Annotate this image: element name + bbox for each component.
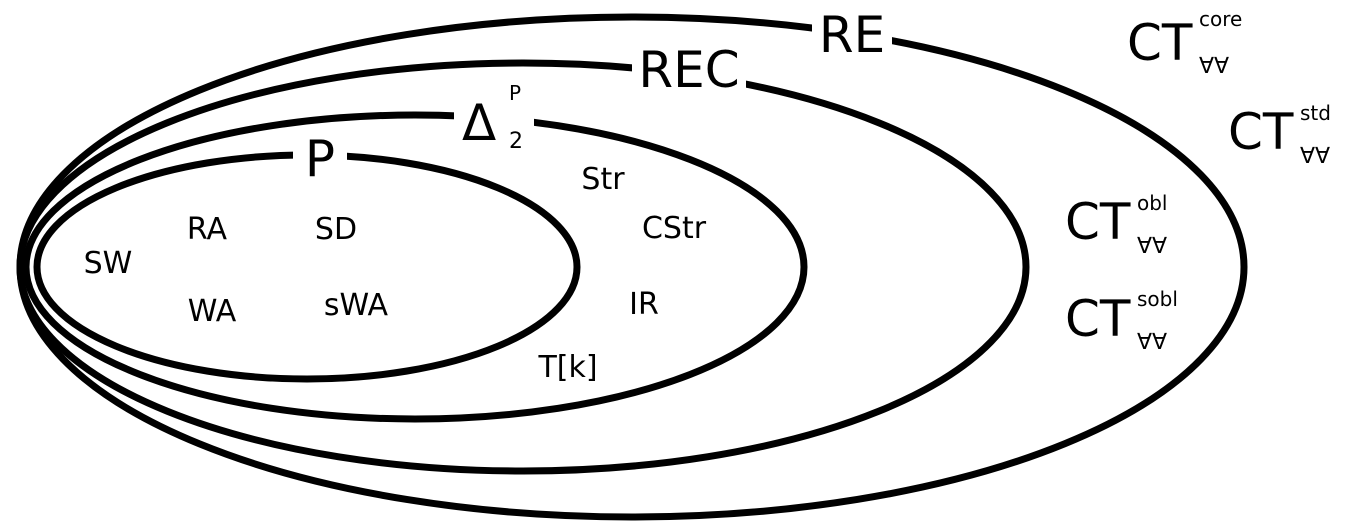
rec-ellipse [16,59,1030,475]
ct-core-base: CT [1127,14,1193,72]
member-tk: T[k] [537,350,597,385]
ct-obl-label: CT obl ∀∀ [1065,191,1168,259]
ct-sobl-label: CT sobl ∀∀ [1065,287,1178,355]
member-cstr: CStr [642,211,707,246]
ct-core-sup: core [1199,7,1242,31]
set-label-p: P [305,130,335,188]
ct-sobl-sup: sobl [1137,287,1178,311]
ct-std-sup: std [1300,101,1331,125]
member-wa: WA [188,294,237,329]
ct-obl-sub: ∀∀ [1137,234,1167,259]
delta-subscript: 2 [509,129,523,154]
delta-symbol: Δ [462,94,496,152]
ct-std-label: CT std ∀∀ [1228,101,1331,169]
set-label-rec: REC [638,41,739,99]
ct-std-sub: ∀∀ [1300,144,1330,169]
ct-obl-sup: obl [1137,191,1168,215]
ct-std-base: CT [1228,103,1294,161]
set-label-re: RE [819,6,885,64]
ct-core-sub: ∀∀ [1199,54,1229,79]
member-sw: SW [84,246,133,281]
ct-obl-base: CT [1065,193,1131,251]
ct-sobl-sub: ∀∀ [1137,330,1167,355]
member-ir: IR [629,287,659,322]
delta-superscript: P [509,81,521,105]
member-ra: RA [187,212,228,247]
set-label-delta2p: Δ P 2 [462,81,523,154]
delta2p-ellipse [22,111,808,423]
member-swa: sWA [324,288,389,323]
ct-core-label: CT core ∀∀ [1127,7,1242,79]
ct-sobl-base: CT [1065,290,1131,348]
member-str: Str [581,162,625,197]
member-sd: SD [315,212,357,247]
